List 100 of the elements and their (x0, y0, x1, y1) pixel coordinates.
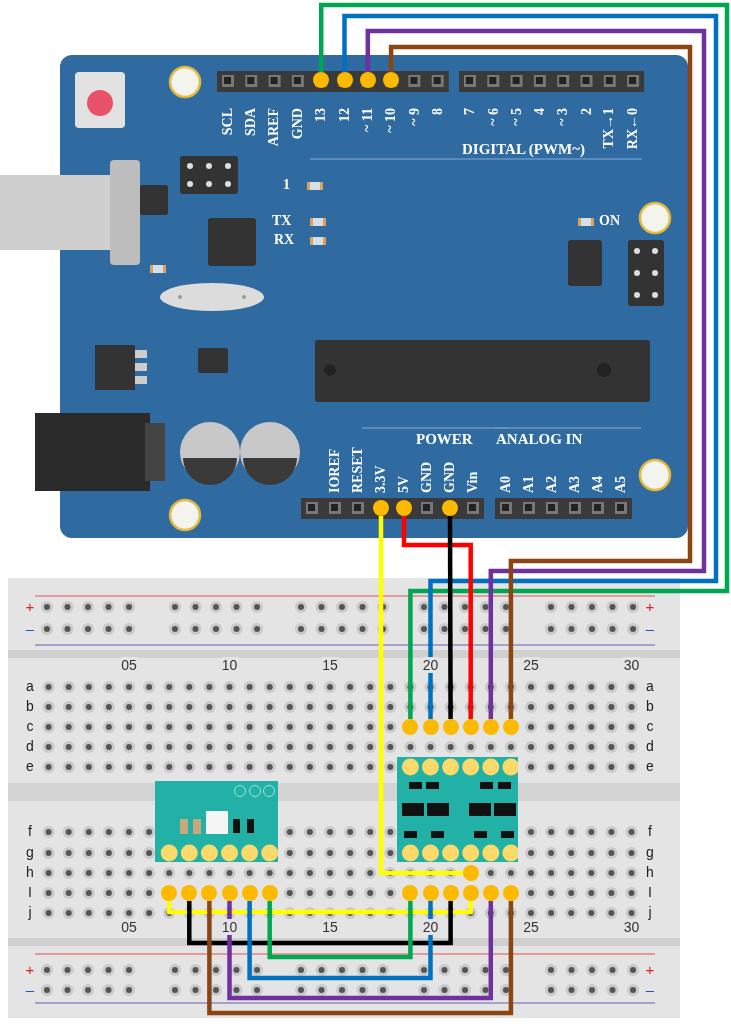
wire-end-pin (422, 885, 439, 901)
wire-end-pin (462, 885, 479, 901)
wire (378, 516, 463, 876)
pin-label: A0 (498, 475, 514, 493)
wire (207, 901, 514, 1016)
wire-end-pin (442, 885, 459, 901)
pin-label: A1 (521, 475, 537, 493)
wire (267, 901, 413, 960)
pin-label: 12 (336, 108, 353, 122)
wire-end-pin (482, 885, 499, 901)
pin-label: ~ 6 (485, 108, 502, 126)
row-letter: j (28, 904, 32, 920)
pin-label: TX→1 (601, 108, 618, 149)
wire-end-pin (422, 719, 439, 735)
row-letter: a (646, 678, 654, 694)
header-title: POWER (416, 431, 473, 447)
rail-polarity-label: – (25, 982, 35, 998)
wire-end-pin (161, 885, 178, 901)
row-letter: g (646, 844, 654, 860)
row-letter: h (646, 864, 654, 880)
wire (227, 901, 494, 1001)
rail-polarity-label: + (645, 962, 655, 978)
wire (401, 516, 473, 719)
row-letter: h (26, 864, 34, 880)
pin-label: GND (419, 461, 435, 493)
pin-label: A5 (613, 475, 629, 493)
rail-polarity-label: + (25, 962, 35, 978)
column-number: 15 (321, 657, 339, 673)
wire-end-pin (462, 865, 479, 881)
pin-label: ~ 10 (383, 108, 400, 133)
rail-polarity-label: + (645, 599, 655, 615)
pin-label: Vin (465, 471, 481, 493)
wire (187, 901, 453, 946)
wire-end-pin (462, 719, 479, 735)
led-label: 1 (283, 177, 290, 193)
row-letter: e (646, 758, 654, 774)
row-letter: f (648, 823, 652, 839)
row-letter: d (26, 738, 34, 754)
pin-label: 3.3V (373, 465, 389, 493)
rail-polarity-label: – (25, 621, 35, 637)
pin-label: AREF (266, 108, 283, 147)
wire-end-pin (201, 885, 218, 901)
wire-end-pin (221, 885, 238, 901)
pin-label: 2 (578, 108, 595, 115)
header-title: DIGITAL (PWM~) (462, 141, 585, 157)
row-letter: c (646, 718, 654, 734)
wire (166, 901, 473, 915)
wire-end-pin (502, 719, 519, 735)
row-letter: I (28, 884, 32, 900)
pin-label: GND (442, 461, 458, 493)
wire (247, 901, 433, 981)
row-letter: d (646, 738, 654, 754)
wire-end-pin (502, 885, 519, 901)
row-letter: j (648, 904, 652, 920)
wire-end-pin (402, 719, 419, 735)
pin-label: ~ 11 (359, 108, 376, 132)
pin-label: A2 (544, 475, 560, 493)
pin-label: 7 (462, 108, 478, 115)
led-label: ON (599, 213, 620, 229)
pin-label: GND (289, 108, 306, 140)
wire-end-pin (402, 885, 419, 901)
wire-end-pin (442, 719, 459, 735)
rail-polarity-label: – (645, 982, 655, 998)
pin-label: A3 (567, 475, 583, 493)
row-letter: f (28, 823, 32, 839)
row-letter: b (26, 698, 34, 714)
column-number: 25 (522, 657, 540, 673)
pin-label: SCL (220, 108, 236, 136)
row-letter: c (26, 718, 34, 734)
pin-label: A4 (590, 475, 606, 493)
pin-label: RESET (350, 447, 366, 493)
led-label: RX (274, 232, 295, 248)
row-letter: b (646, 698, 654, 714)
pin-label: 5V (396, 475, 412, 493)
wire (447, 516, 453, 719)
pin-label: 13 (313, 108, 330, 122)
wire-end-pin (241, 885, 258, 901)
rail-polarity-label: + (25, 599, 35, 615)
pin-label: ~ 9 (406, 108, 423, 126)
column-number: 25 (522, 919, 540, 935)
row-letter: a (26, 678, 34, 694)
row-letter: I (648, 884, 652, 900)
pin-label: 8 (429, 108, 446, 115)
pin-label: IOREF (327, 448, 343, 493)
header-title: ANALOG IN (496, 431, 583, 447)
led-label: TX (272, 213, 292, 229)
pin-label: RX←0 (625, 108, 642, 150)
pin-label: 4 (531, 108, 548, 115)
row-letter: g (26, 844, 34, 860)
pin-label: ~ 3 (555, 108, 572, 126)
rail-polarity-label: – (645, 621, 655, 637)
wire-end-pin (181, 885, 198, 901)
wire-end-pin (482, 719, 499, 735)
column-number: 05 (120, 919, 138, 935)
pin-label: ~ 5 (508, 108, 525, 126)
pin-label: SDA (243, 108, 260, 136)
column-number: 15 (321, 919, 339, 935)
wire-end-pin (261, 885, 278, 901)
column-number: 05 (120, 657, 138, 673)
row-letter: e (26, 758, 34, 774)
